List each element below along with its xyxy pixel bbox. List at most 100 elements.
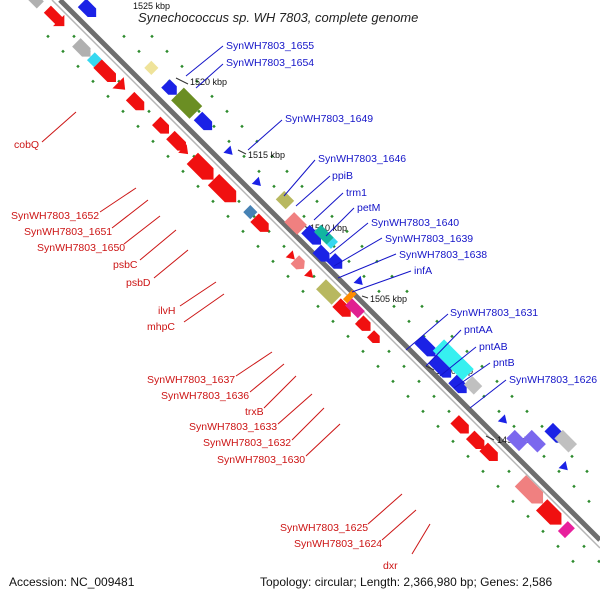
forward-gene-labels: SynWH7803_1655 SynWH7803_1654 SynWH7803_… — [185, 40, 597, 409]
label-leader-line — [329, 222, 369, 255]
tick-dot — [226, 214, 230, 219]
tick-dot — [587, 499, 591, 504]
reverse-gene-label: SynWH7803_1630 — [217, 454, 305, 466]
tick-dot — [540, 424, 544, 429]
label-leader-line — [247, 119, 283, 151]
tick-dot — [137, 49, 141, 54]
tick-dot — [300, 184, 304, 189]
label-leader-line — [153, 249, 189, 279]
tick-dot — [556, 544, 560, 549]
tick-dot — [421, 409, 425, 414]
gene-arrow — [332, 298, 351, 317]
tick-dot — [585, 469, 589, 474]
tick-dot — [257, 169, 261, 174]
label-leader-line — [249, 363, 285, 393]
tick-dot — [195, 79, 199, 84]
tick-dot — [512, 424, 516, 429]
gene-block — [21, 0, 44, 9]
genome-summary-label: Topology: circular; Length: 2,366,980 bp… — [260, 575, 553, 589]
tick-dot — [466, 454, 470, 459]
tick-dot — [241, 229, 245, 234]
reverse-gene-label: SynWH7803_1633 — [189, 421, 277, 433]
tick-dot — [582, 544, 586, 549]
reverse-strand-genes — [21, 0, 575, 539]
tick-dot — [91, 79, 95, 84]
tick-dot — [362, 274, 366, 279]
gene-arrow — [72, 38, 91, 57]
gene-arrow — [558, 461, 568, 471]
label-leader-line — [425, 329, 462, 367]
gene-arrow — [497, 414, 507, 424]
gene-block — [506, 429, 528, 452]
gene-arrow — [152, 116, 169, 134]
gene-block — [554, 429, 577, 453]
gene-arrow — [290, 255, 305, 270]
tick-dot — [572, 484, 576, 489]
tick-dot — [315, 199, 319, 204]
forward-gene-label: trm1 — [346, 187, 367, 199]
gene-arrow — [207, 173, 237, 203]
gene-block — [144, 60, 159, 75]
label-leader-line — [453, 362, 491, 389]
scale-tick-mark — [361, 295, 369, 299]
tick-dot — [211, 199, 215, 204]
gene-block — [557, 521, 575, 539]
tick-dot — [286, 274, 290, 279]
forward-gene-label: SynWH7803_1631 — [450, 307, 538, 319]
tick-dot — [312, 274, 316, 279]
label-leader-line — [291, 407, 325, 441]
tick-dot — [197, 109, 201, 114]
tick-dot — [165, 49, 169, 54]
label-leader-line — [295, 175, 331, 207]
gene-arrow — [353, 275, 363, 285]
tick-dot — [387, 349, 391, 354]
label-leader-line — [333, 237, 383, 267]
reverse-gene-label: SynWH7803_1632 — [203, 437, 291, 449]
tick-dot — [345, 229, 349, 234]
gene-arrow — [414, 335, 436, 357]
tick-dot — [465, 349, 469, 354]
tick-dot — [331, 319, 335, 324]
forward-gene-label: SynWH7803_1640 — [371, 217, 459, 229]
gene-arrow — [112, 77, 126, 90]
tick-dot — [237, 199, 241, 204]
reverse-gene-label: dxr — [383, 560, 398, 572]
tick-dot — [511, 499, 515, 504]
gene-arrow — [354, 315, 371, 331]
tick-dot — [402, 364, 406, 369]
gene-block — [342, 289, 357, 304]
label-leader-line — [183, 293, 225, 323]
label-leader-line — [305, 423, 341, 457]
label-leader-line — [277, 393, 313, 425]
tick-dot — [136, 124, 140, 129]
gene-arrow — [514, 475, 544, 504]
label-leader-line — [179, 281, 217, 307]
label-leader-line — [469, 379, 507, 409]
gene-arrow — [285, 250, 295, 260]
label-leader-line — [337, 253, 397, 279]
scale-tick-mark — [485, 435, 495, 441]
scale-tick-label: 1515 kbp — [248, 150, 285, 160]
forward-gene-label: ppiB — [332, 170, 353, 182]
forward-gene-label: SynWH7803_1639 — [385, 233, 473, 245]
forward-gene-label: SynWH7803_1646 — [318, 153, 406, 165]
tick-dot — [282, 244, 286, 249]
gene-arrow — [193, 111, 213, 131]
gene-arrow — [450, 415, 469, 434]
reverse-gene-label: ilvH — [158, 305, 176, 317]
gene-arrow — [304, 268, 314, 278]
label-leader-line — [41, 111, 77, 143]
tick-dot — [166, 154, 170, 159]
tick-dot — [417, 379, 421, 384]
gene-arrow — [125, 91, 145, 111]
scale-tick-label: 1510 kbp — [310, 223, 347, 233]
forward-gene-label: petM — [357, 202, 380, 214]
tick-dot — [181, 169, 185, 174]
tick-dot — [151, 139, 155, 144]
reverse-gene-label: SynWH7803_1652 — [11, 210, 99, 222]
tick-dot — [570, 454, 574, 459]
label-leader-line — [351, 270, 412, 293]
forward-gene-label: SynWH7803_1626 — [509, 374, 597, 386]
forward-gene-label: pntAA — [464, 324, 493, 336]
